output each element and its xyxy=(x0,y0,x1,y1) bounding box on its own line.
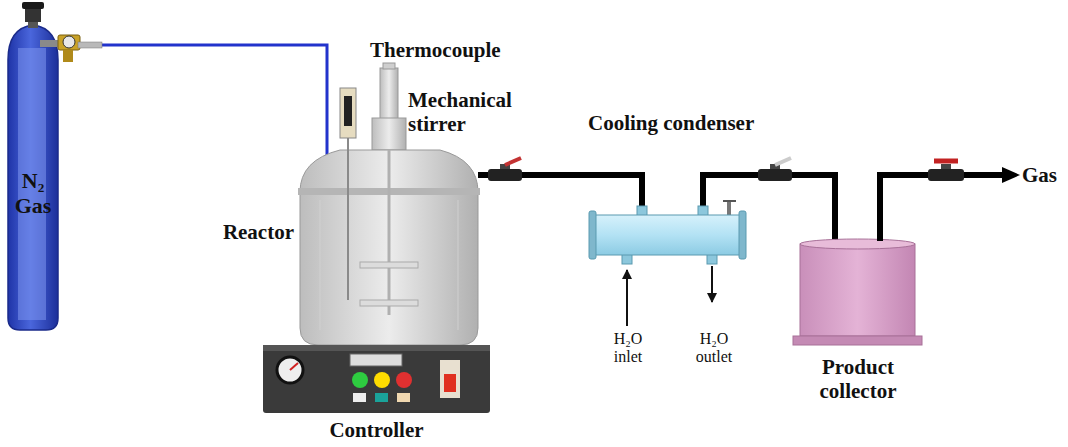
controller-unit xyxy=(397,393,410,402)
reactor-vessel xyxy=(458,200,459,330)
controller-unit xyxy=(374,372,390,388)
flow-label: H₂O inlet xyxy=(604,330,652,367)
controller-unit xyxy=(263,345,490,351)
node-label: Controller xyxy=(263,418,490,442)
flow-label: Gas xyxy=(1022,163,1066,187)
flow-label: H₂O outlet xyxy=(688,330,740,367)
collector-box: Product collector xyxy=(800,240,915,345)
controller-unit xyxy=(353,393,366,402)
gas-line xyxy=(82,45,327,165)
gas-cylinder xyxy=(22,2,44,9)
controller-unit xyxy=(277,357,303,383)
reactor-vessel xyxy=(372,118,406,150)
condenser-body xyxy=(589,200,746,264)
gas-cylinder xyxy=(25,8,41,22)
gas-cylinder-label: N₂ Gas xyxy=(8,40,58,330)
controller-unit xyxy=(352,372,368,388)
controller-unit xyxy=(263,345,490,413)
thermocouple-probe xyxy=(340,88,356,300)
water-arrows xyxy=(627,266,712,326)
reactor-vessel xyxy=(388,150,391,315)
condenser-body xyxy=(589,211,596,259)
pipe-valve xyxy=(775,158,791,165)
pipe-valve xyxy=(488,169,522,181)
pressure-regulator xyxy=(40,35,102,62)
pressure-regulator xyxy=(63,36,75,48)
reactor-vessel xyxy=(320,200,321,330)
reactor-box: Reactor xyxy=(300,150,478,345)
product-collector xyxy=(800,244,915,336)
reactor-vessel xyxy=(360,262,418,268)
part-label: Thermocouple xyxy=(370,38,520,62)
pipe-valve xyxy=(928,169,964,181)
part-label: Mechanical stirrer xyxy=(408,88,538,136)
pipe-valve xyxy=(758,169,792,181)
controller-unit xyxy=(263,345,490,413)
reactor-vessel xyxy=(383,63,395,69)
node-label: Reactor xyxy=(200,220,294,244)
pressure-regulator xyxy=(78,42,102,48)
gas-cylinder xyxy=(8,2,58,330)
controller-unit xyxy=(350,354,402,366)
controller-unit xyxy=(375,393,388,402)
gas-cylinder xyxy=(8,25,58,330)
product-collector xyxy=(793,239,922,345)
reactor-vessel xyxy=(360,300,418,306)
pipe-valve xyxy=(934,159,958,164)
condenser-body xyxy=(723,200,736,202)
pipe-valve xyxy=(941,164,951,169)
gas-outlet-pipe xyxy=(880,175,1004,241)
node-label: Product collector xyxy=(802,355,914,403)
reactor-vessel xyxy=(380,68,398,120)
gas-outlet-pipe xyxy=(880,175,1004,241)
node-label: Cooling condenser xyxy=(588,111,818,135)
controller-box: Controller xyxy=(263,345,490,413)
condenser-body xyxy=(727,200,731,215)
thermocouple-probe xyxy=(340,88,356,138)
controller-unit xyxy=(396,372,412,388)
pipe-valve xyxy=(505,158,521,165)
product-collector xyxy=(793,336,922,345)
controller-unit xyxy=(440,360,460,398)
thermocouple-probe xyxy=(344,96,352,126)
pressure-regulator xyxy=(63,50,73,62)
pipe-valve xyxy=(488,158,964,181)
condenser-body xyxy=(594,215,741,255)
thermocouple-probe xyxy=(347,135,349,300)
node-label: N₂ Gas xyxy=(8,168,58,219)
pressure-regulator xyxy=(40,40,60,47)
water-arrows xyxy=(711,266,713,302)
condenser-box: Cooling condenser xyxy=(590,213,745,255)
water-arrows xyxy=(626,270,628,326)
controller-unit xyxy=(444,374,456,392)
product-collector xyxy=(800,239,915,249)
condenser-body xyxy=(739,211,746,259)
pressure-regulator xyxy=(58,35,80,50)
controller-unit xyxy=(290,363,298,370)
